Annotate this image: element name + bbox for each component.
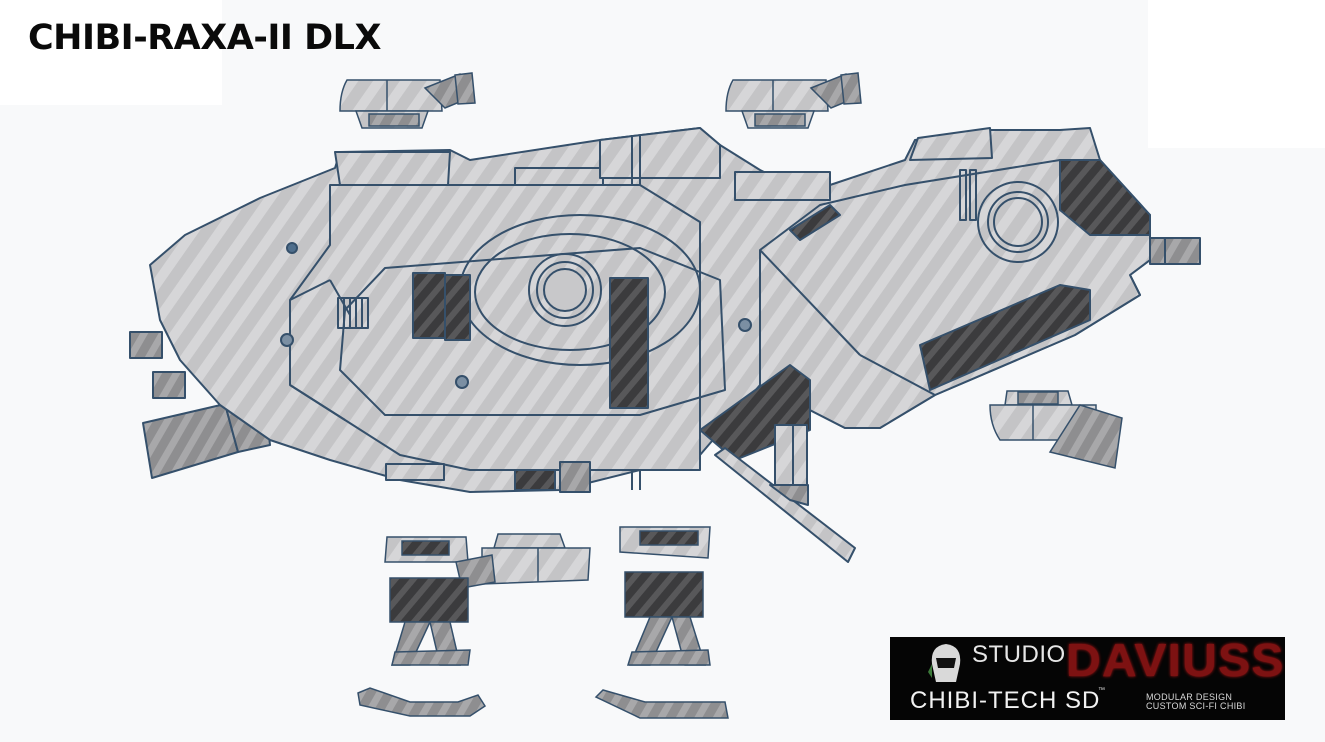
logo-tagline-1: MODULAR DESIGN: [1146, 692, 1233, 702]
background-patch-top-right: [1148, 0, 1325, 148]
side-turret-right: [989, 390, 1123, 469]
background-patch-top-left: [0, 0, 222, 105]
foot-left: [357, 687, 487, 717]
leg-right: [619, 526, 711, 666]
top-turret-right: [725, 72, 862, 129]
helmet-icon: [928, 644, 961, 682]
ship-hull: [129, 127, 1201, 563]
studio-logo: STUDIO DAVIUSS CHIBI-TECH SD ™ MODULAR D…: [890, 637, 1285, 720]
top-turret-left: [339, 72, 476, 129]
logo-trademark: ™: [1098, 687, 1105, 694]
logo-brand-text: DAVIUSS: [1066, 637, 1285, 686]
leg-left: [384, 533, 591, 666]
page-title: CHIBI-RAXA-II DLX: [28, 18, 381, 58]
logo-product-text: CHIBI-TECH SD: [910, 687, 1101, 714]
foot-right: [594, 689, 729, 719]
logo-studio-text: STUDIO: [972, 641, 1066, 668]
logo-tagline-2: CUSTOM SCI-FI CHIBI: [1146, 701, 1246, 711]
